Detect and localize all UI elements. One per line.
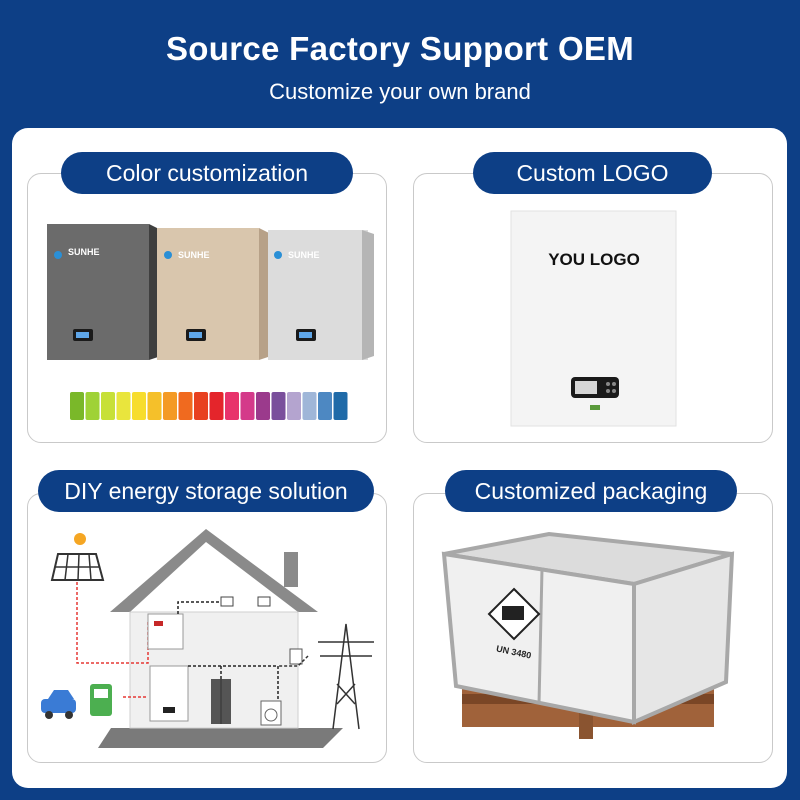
- color-swatch: [271, 392, 286, 420]
- customized-packaging-card: UN 3480: [413, 493, 773, 763]
- color-swatch: [209, 392, 224, 420]
- color-swatch: [85, 392, 100, 420]
- color-customization-label: Color customization: [61, 152, 353, 194]
- brand-mark-gold: SUNHE: [178, 250, 210, 260]
- power-pylon-icon: [278, 623, 374, 730]
- color-swatch: [147, 392, 162, 420]
- diy-energy-storage-label: DIY energy storage solution: [38, 470, 374, 512]
- battery-color-variants-illustration: [47, 224, 374, 420]
- brand-mark-dark: SUNHE: [68, 247, 100, 257]
- ev-car-icon: [41, 690, 76, 719]
- color-swatch: [302, 392, 317, 420]
- solar-panel-icon: [50, 533, 105, 581]
- header: Source Factory Support OEM Customize you…: [0, 0, 800, 130]
- custom-logo-label: Custom LOGO: [473, 152, 712, 194]
- color-swatch: [132, 392, 146, 420]
- battery-gold: [157, 228, 271, 360]
- color-swatch: [318, 392, 332, 420]
- color-customization-card: SUNHE SUNHE SUNHE: [27, 173, 387, 443]
- battery-silver: [268, 230, 374, 360]
- diy-energy-storage-card: [27, 493, 387, 763]
- color-swatch: [70, 392, 84, 420]
- page-subtitle: Customize your own brand: [269, 79, 531, 104]
- color-swatch: [163, 392, 177, 420]
- battery-custom-logo-illustration: [510, 210, 677, 427]
- color-swatch: [333, 392, 348, 420]
- home-energy-system-diagram: [41, 529, 374, 748]
- color-swatch: [287, 392, 301, 420]
- color-swatches: [70, 392, 348, 420]
- color-swatch: [194, 392, 208, 420]
- color-swatch: [240, 392, 255, 420]
- custom-logo-card: YOU LOGO: [413, 173, 773, 443]
- color-swatch: [225, 392, 239, 420]
- battery-dark: [47, 224, 161, 360]
- brand-mark-silver: SUNHE: [288, 250, 320, 260]
- color-swatch: [101, 392, 115, 420]
- color-swatch: [178, 392, 193, 420]
- color-swatch: [116, 392, 131, 420]
- page-title: Source Factory Support OEM: [165, 30, 635, 67]
- customized-packaging-label: Customized packaging: [445, 470, 737, 512]
- color-swatch: [256, 392, 270, 420]
- custom-logo-text: YOU LOGO: [548, 250, 640, 269]
- ev-charger-icon: [90, 684, 112, 716]
- wooden-crate-illustration: [441, 531, 735, 739]
